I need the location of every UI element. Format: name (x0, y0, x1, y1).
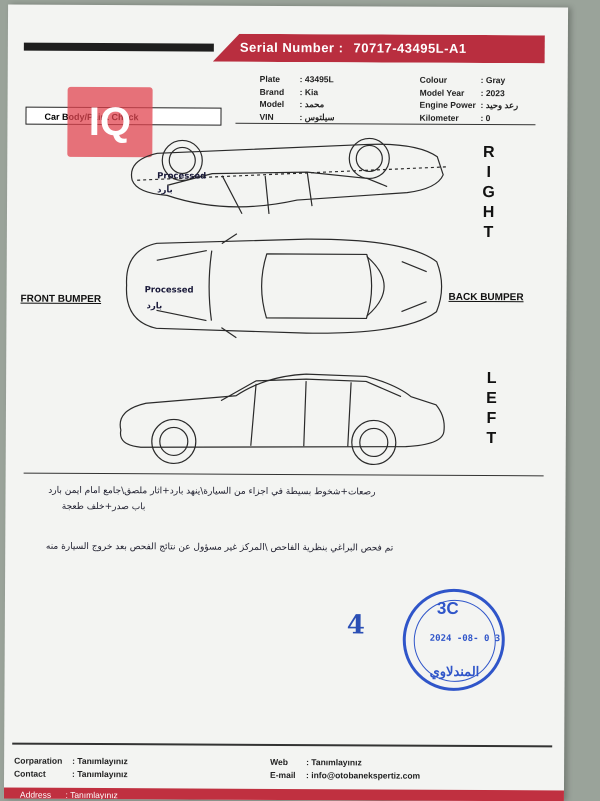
plate-value: 43495L (304, 74, 334, 85)
vehicle-info-right-labels: Colour Model Year Engine Power Kilometer (419, 74, 475, 124)
car-left-side-view (119, 373, 445, 466)
address-value: Tanımlayınız (70, 789, 118, 801)
engine-power-value: رعد وحيد (485, 100, 519, 111)
contact-value: Tanımlayınız (77, 768, 128, 780)
left-label: L E F T (486, 370, 498, 448)
footer-left-values: : Tanımlayınız : Tanımlayınız (72, 755, 128, 780)
address-label: Address (19, 789, 52, 800)
corporation-label: Corparation (14, 755, 63, 766)
cold-note-side: بارد (157, 185, 173, 196)
model-value: محمد (304, 99, 325, 110)
footer-left-labels: Corparation Contact (14, 755, 62, 781)
engine-power-label: Engine Power (419, 99, 476, 110)
colour-value: Gray (485, 75, 506, 86)
vehicle-info-left-values: : 43495L : Kia : محمد : سيلتوس (299, 74, 335, 122)
right-label: R I G H T (482, 144, 496, 242)
vin-label: VIN (259, 111, 274, 122)
vin-value: سيلتوس (304, 111, 335, 122)
model-year-label: Model Year (419, 87, 465, 98)
footer-divider (12, 742, 553, 747)
front-bumper-label: FRONT BUMPER (20, 293, 102, 306)
brand-label: Brand (259, 86, 285, 97)
processed-note-top: Processed (144, 285, 194, 296)
back-bumper-label: BACK BUMPER (448, 291, 524, 304)
web-label: Web (270, 756, 288, 768)
model-year-value: 2023 (485, 87, 505, 98)
corporation-value: Tanımlayınız (77, 755, 128, 767)
vehicle-info-right-values: : Gray : 2023 : رعد وحيد : 0 (480, 75, 519, 123)
damage-note-line1: رصعات+شخوط بسيطة في اجزاء من السيارة\ينه… (48, 485, 376, 498)
serial-number: Serial Number : 70717-43495L-A1 (240, 40, 467, 56)
colour-label: Colour (419, 74, 448, 85)
stamp-code: 3C (436, 598, 459, 618)
serial-label: Serial Number : (239, 39, 344, 56)
model-label: Model (259, 98, 285, 109)
contact-label: Contact (14, 768, 46, 779)
kilometer-label: Kilometer (419, 112, 459, 123)
stamp-name: المندلاوي (429, 663, 480, 680)
kilometer-value: 0 (485, 112, 491, 123)
handwritten-number: 4 (346, 610, 366, 641)
inspection-report-sheet: Serial Number : 70717-43495L-A1 Plate Br… (3, 4, 569, 801)
stamp-date: 2024 -08- 0 3 (429, 633, 501, 645)
address-line: Address : Tanımlayınız (19, 789, 118, 801)
header-black-bar (23, 42, 214, 52)
plate-label: Plate (259, 73, 281, 84)
email-label: E-mail (270, 769, 296, 781)
email-value[interactable]: info@otobanekspertiz.com (311, 770, 421, 781)
info-underline (235, 122, 536, 126)
damage-note-line2: باب صدر+خلف طعجة (61, 501, 146, 513)
vehicle-info-left-labels: Plate Brand Model VIN (259, 73, 284, 123)
processed-note-side: Processed (157, 171, 207, 182)
footer-right-values: : Tanımlayınız : info@otobanekspertiz.co… (306, 757, 421, 781)
car-top-view (126, 233, 443, 339)
brand-value: Kia (304, 86, 319, 97)
serial-value: 70717-43495L-A1 (353, 40, 467, 56)
car-right-side-view (130, 137, 448, 215)
car-body-diagram (119, 137, 448, 466)
cold-note-top: بارد (146, 301, 163, 312)
footer-right-labels: Web E-mail (270, 756, 296, 782)
disclaimer-note: تم فحص البراغي بنظرية الفاحص \المركز غير… (45, 541, 394, 554)
web-value[interactable]: Tanımlayınız (311, 757, 362, 768)
